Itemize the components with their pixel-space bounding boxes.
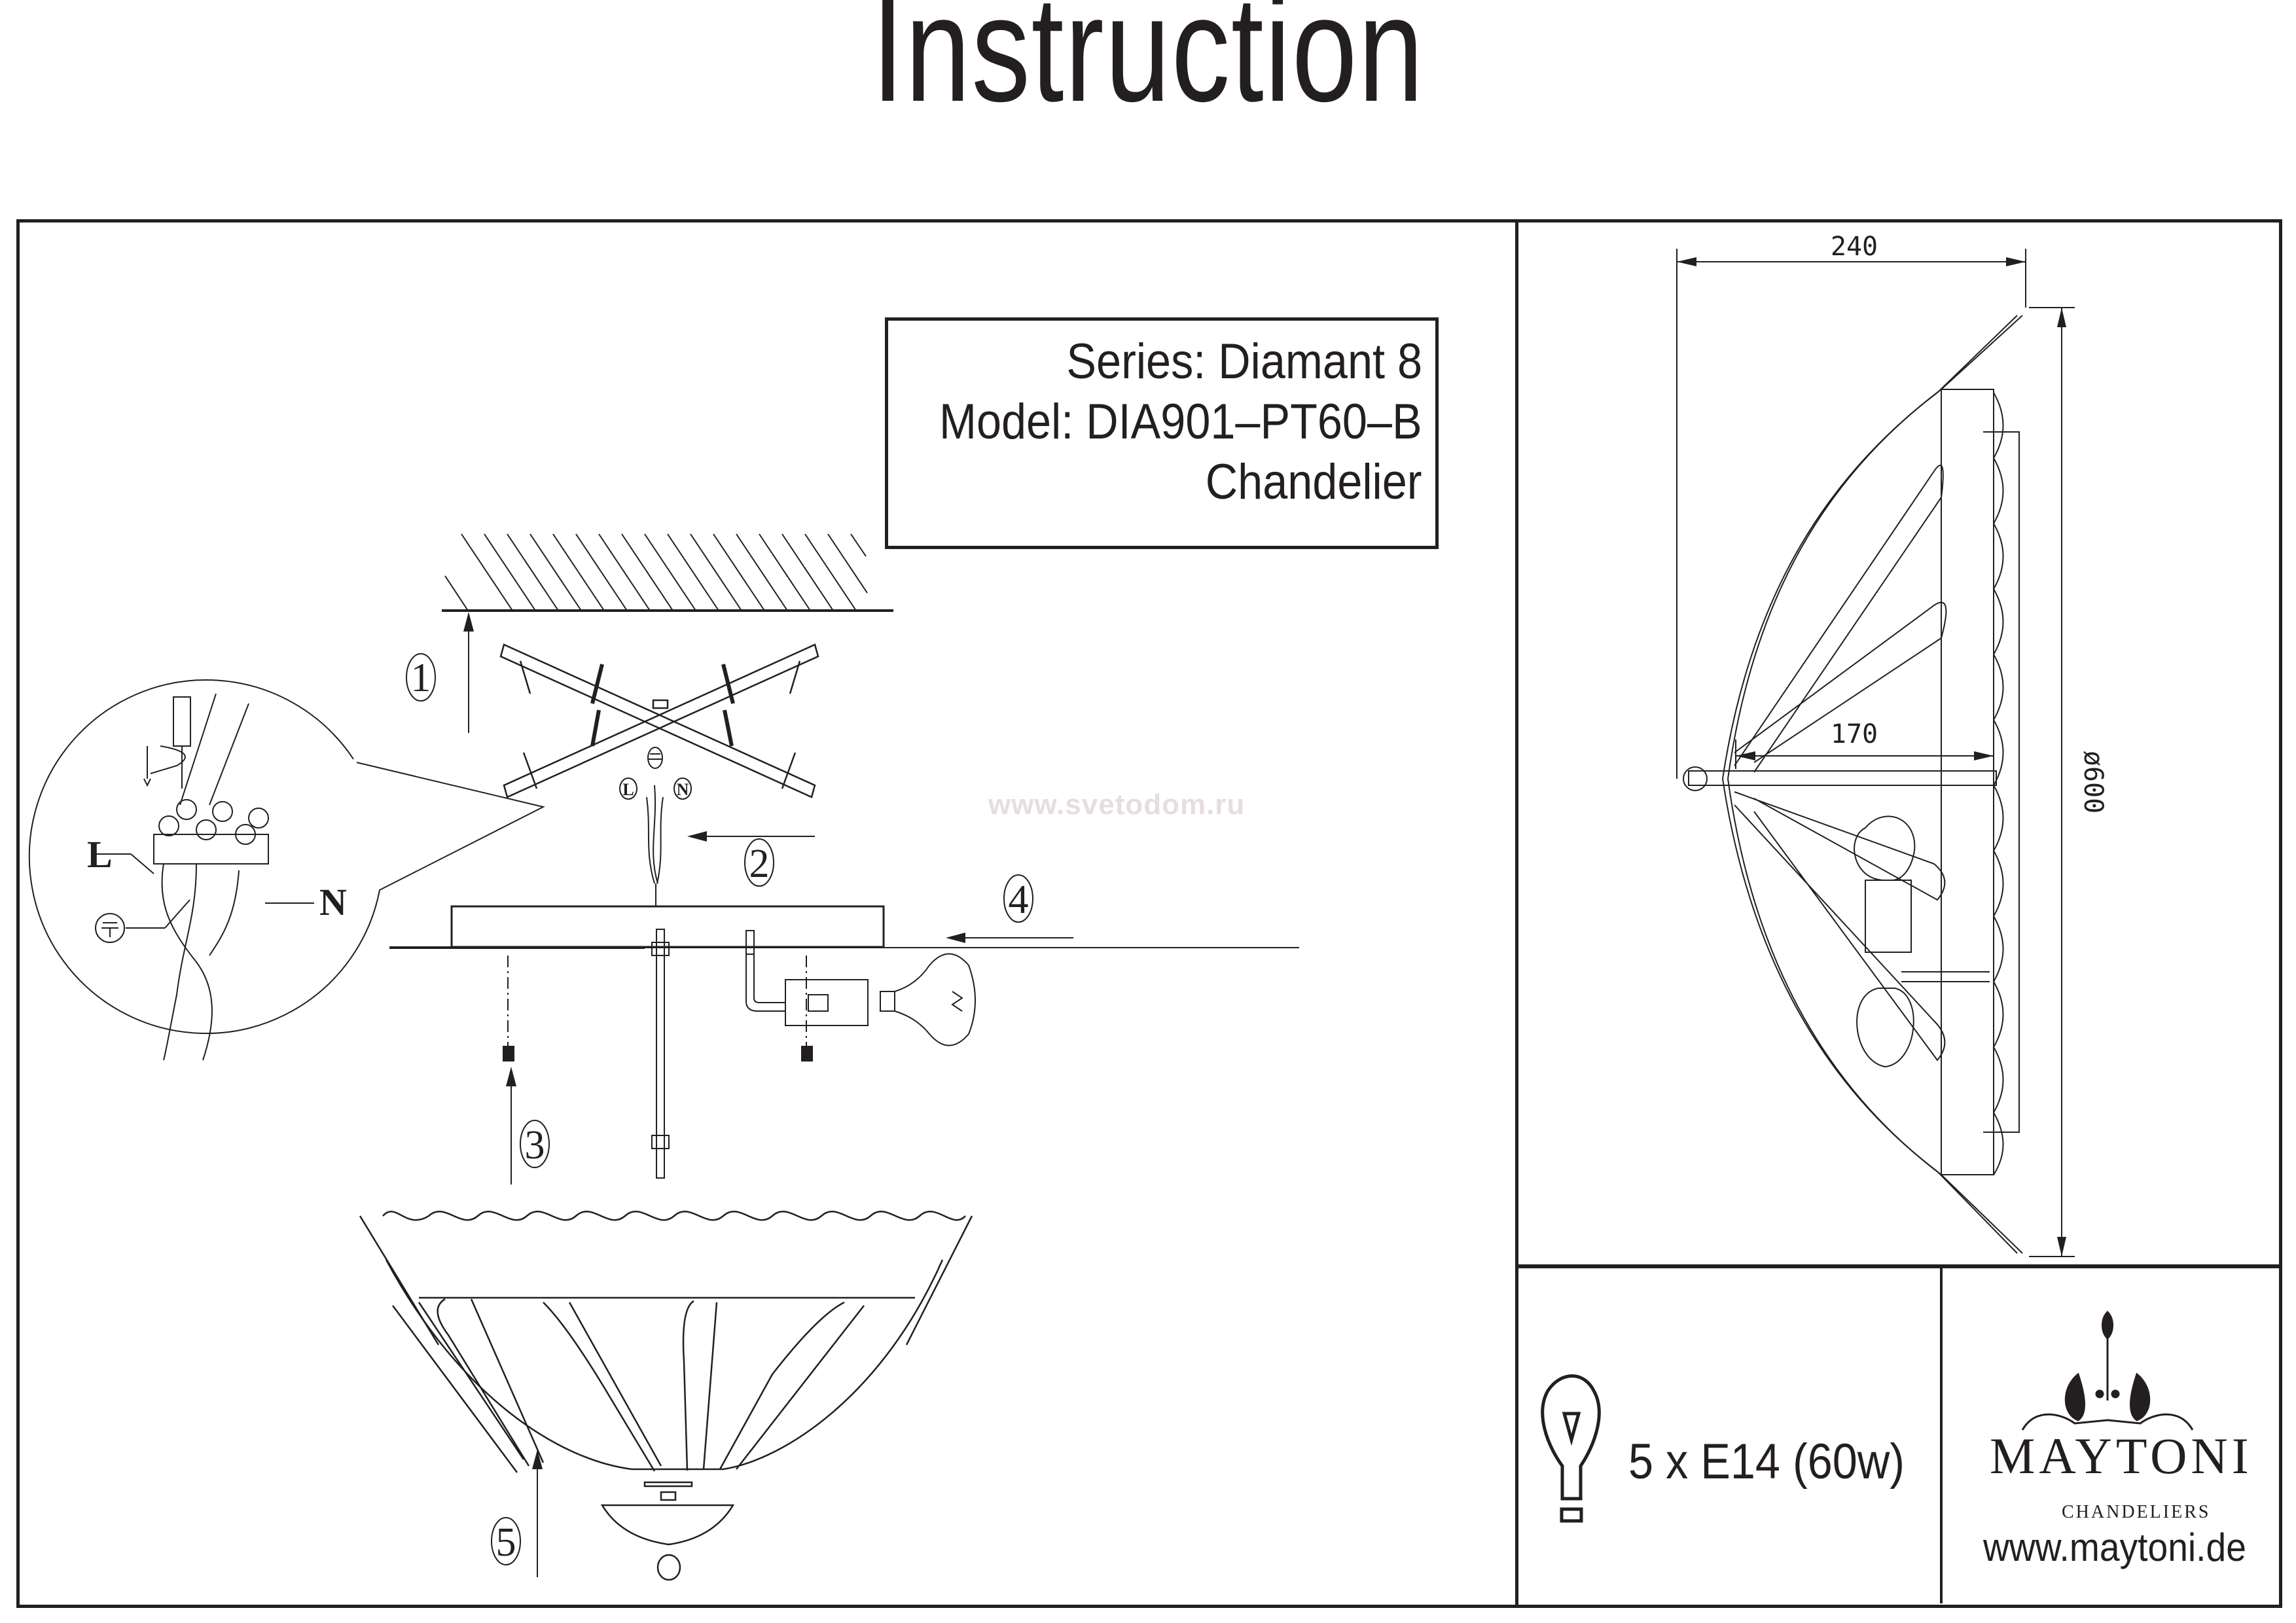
socket-icon xyxy=(745,930,869,1026)
threaded-rod-icon xyxy=(651,929,670,1179)
footer-divider-vertical xyxy=(1940,1266,1943,1603)
light-bulb-icon xyxy=(880,953,976,1046)
wiring-detail-callout xyxy=(28,679,545,1034)
neutral-wire-label: N xyxy=(319,881,347,923)
shade-side-view-icon xyxy=(1683,315,2023,1254)
step-2-badge xyxy=(744,838,774,887)
panel-divider-horizontal xyxy=(1515,1264,2279,1268)
width-dimension: 240 xyxy=(1831,232,1878,262)
step-3-number: 3 xyxy=(525,1123,545,1168)
live-wire-label-small: L xyxy=(622,780,634,799)
product-info-box: Series: Diamant 8 Model: DIA901–PT60–B C… xyxy=(885,317,1439,549)
product-type-label: Chandelier xyxy=(1206,454,1422,510)
ground-symbol-icon xyxy=(95,913,125,943)
bulb-spec-label: 5 x E14 (60w) xyxy=(1628,1434,1905,1489)
step-1-number: 1 xyxy=(411,656,431,700)
page-title: Instruction xyxy=(871,0,1425,133)
brand-subtitle: CHANDELIERS xyxy=(2062,1502,2211,1522)
ceiling-icon xyxy=(442,533,893,612)
model-label: Model: DIA901–PT60–B xyxy=(939,394,1422,450)
neutral-wire-label-small: N xyxy=(677,780,689,799)
bulb-side-view-icon xyxy=(1854,815,1990,1068)
cap-nut-icon xyxy=(503,1046,514,1061)
mounting-bracket-icon xyxy=(499,643,819,798)
step-5-badge xyxy=(491,1517,521,1565)
brand-website-link[interactable]: www.maytoni.de xyxy=(1983,1525,2246,1569)
step-4-badge xyxy=(1003,874,1033,923)
step-5-number: 5 xyxy=(496,1520,516,1565)
diameter-dimension: ø600 xyxy=(2078,751,2108,813)
step-4-number: 4 xyxy=(1009,878,1029,922)
screwdriver-icon xyxy=(143,696,191,789)
brand-name: MAYTONI xyxy=(1990,1427,2253,1484)
watermark: www.svetodom.ru xyxy=(988,789,1246,821)
step-2-number: 2 xyxy=(749,842,770,886)
step-3-badge xyxy=(520,1120,550,1168)
terminal-block-icon xyxy=(153,693,269,1061)
panel-divider-vertical xyxy=(1515,219,1518,1605)
supply-wires-icon xyxy=(646,785,664,906)
ground-symbol-icon xyxy=(647,747,663,769)
step-1-badge xyxy=(406,653,436,702)
depth-dimension: 170 xyxy=(1831,719,1878,749)
cap-nut-icon xyxy=(801,1046,813,1061)
bowl-shade-icon xyxy=(359,1211,973,1581)
instruction-frame xyxy=(16,219,2282,1608)
series-label: Series: Diamant 8 xyxy=(1066,334,1422,389)
